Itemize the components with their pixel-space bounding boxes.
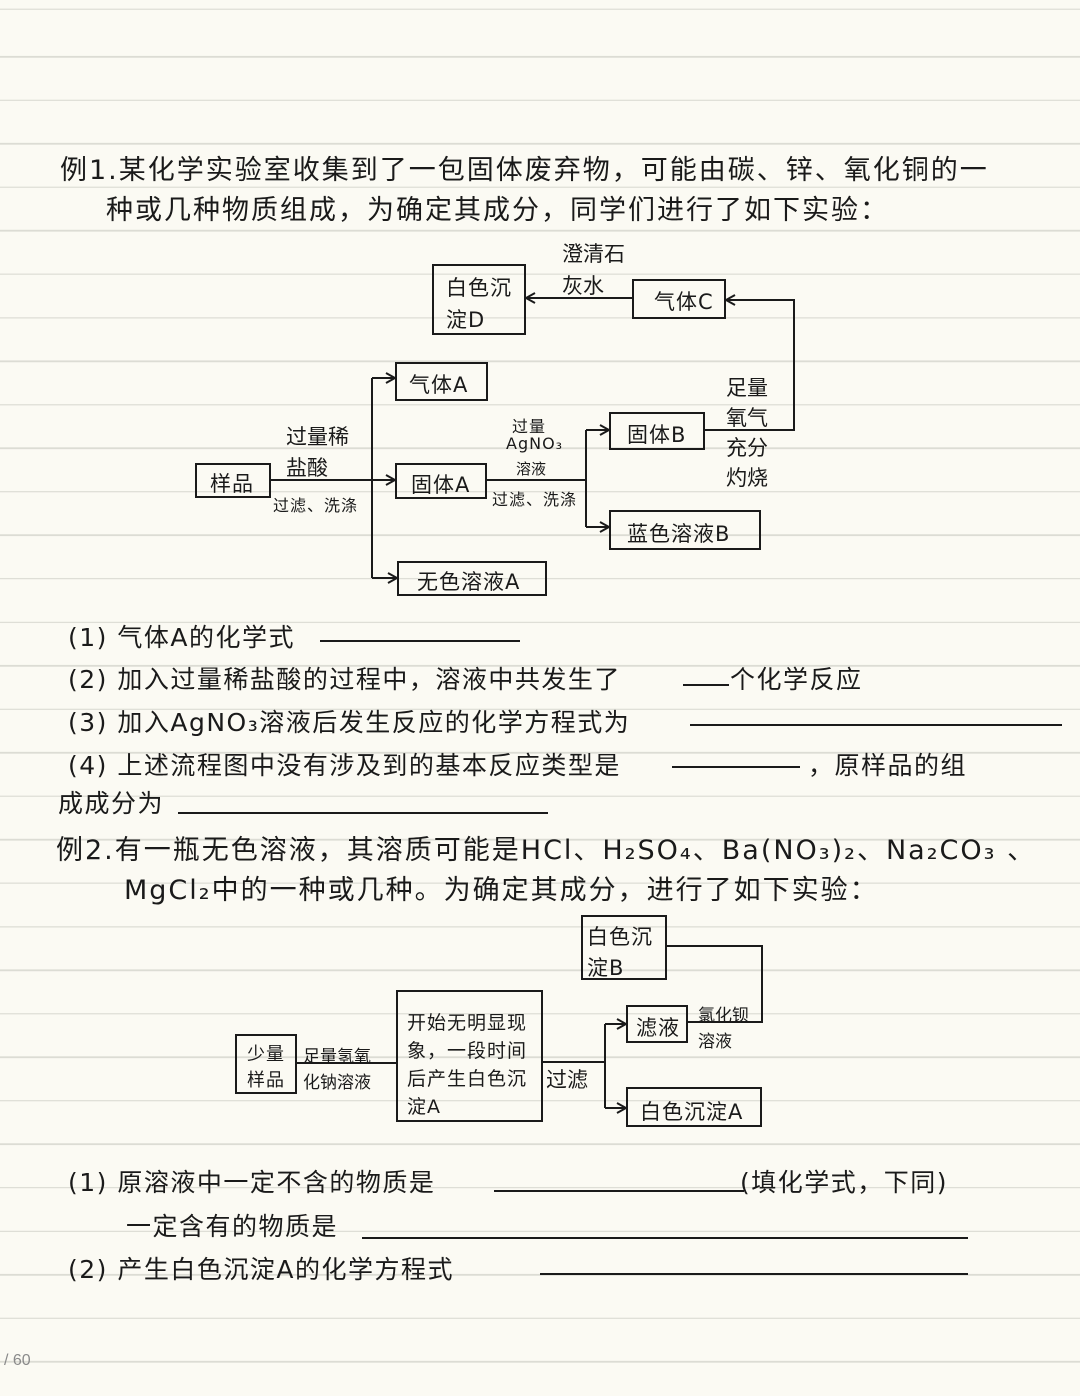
- ex1-agno3-label-3: 溶液: [516, 460, 547, 478]
- ex2-ppt-b-label-2: 淀B: [587, 956, 625, 980]
- ex1-q1-blank[interactable]: [320, 640, 520, 642]
- ex1-oxygen-label-1: 足量: [726, 376, 768, 400]
- ex2-heading-line2: MgCl₂中的一种或几种。为确定其成分，进行了如下实验：: [124, 875, 879, 906]
- ex1-question-2-part-b: 个化学反应: [730, 665, 863, 694]
- ex1-agno3-label-1: 过量: [512, 417, 547, 436]
- ex2-box-sample: 少量 样品: [235, 1034, 297, 1094]
- ex1-heading-line2: 种或几种物质组成，为确定其成分，同学们进行了如下实验：: [106, 195, 889, 226]
- ex1-box-gas-c: 气体C: [632, 279, 726, 319]
- ex1-oxygen-label-3: 充分: [726, 436, 768, 460]
- ex2-filter-label: 过滤: [546, 1068, 588, 1092]
- ex1-box-sample: 样品: [195, 463, 271, 498]
- ex2-question-1-part-c: 一定含有的物质是: [126, 1212, 339, 1241]
- ex2-question-2: (2) 产生白色沉淀A的化学方程式: [68, 1255, 454, 1284]
- ex2-question-1-part-a: (1) 原溶液中一定不含的物质是: [68, 1168, 436, 1197]
- ex2-q2-blank[interactable]: [540, 1273, 968, 1275]
- ex2-ppt-a-label: 白色沉淀A: [640, 1100, 744, 1124]
- ex1-heading-line1: 例1.某化学实验室收集到了一包固体废弃物，可能由碳、锌、氧化铜的一: [60, 155, 989, 186]
- ex1-oxygen-label-4: 灼烧: [726, 466, 768, 490]
- ex1-box-solid-a: 固体A: [395, 463, 487, 499]
- ex2-box-observation: 开始无明显现 象，一段时间 后产生白色沉 淀A: [396, 990, 543, 1122]
- ex1-limewater-label-1: 澄清石: [562, 242, 625, 266]
- ex1-oxygen-label-2: 氧气: [726, 406, 768, 430]
- ex1-solid-b-label: 固体B: [627, 423, 687, 447]
- ex1-acid-label-2: 盐酸: [286, 456, 328, 480]
- ex1-solid-a-label: 固体A: [411, 473, 471, 497]
- ex1-limewater-label-2: 灰水: [562, 274, 604, 298]
- ex1-question-2-part-a: (2) 加入过量稀盐酸的过程中，溶液中共发生了: [68, 665, 621, 694]
- ex1-q2-blank[interactable]: [683, 684, 729, 686]
- ex1-box-gas-a: 气体A: [395, 362, 488, 401]
- ex2-naoh-label-1: 足量氢氧: [303, 1047, 371, 1067]
- ex1-question-4-part-b: ，原样品的组: [808, 751, 968, 780]
- ex1-q4-composition-blank[interactable]: [178, 812, 548, 814]
- ex2-sample-label-1: 少量: [247, 1044, 285, 1065]
- ex1-box-solution-a: 无色溶液A: [397, 561, 547, 596]
- ex2-obs-line-2: 象，一段时间: [407, 1040, 528, 1062]
- ex1-question-1: (1) 气体A的化学式: [68, 623, 295, 652]
- ex2-box-white-ppt-a: 白色沉淀A: [626, 1087, 762, 1127]
- ex1-sample-label: 样品: [210, 472, 254, 496]
- ex1-blue-solution-b-label: 蓝色溶液B: [627, 522, 731, 546]
- page-indicator: / 60: [4, 1352, 31, 1369]
- ex1-gas-c-label: 气体C: [654, 290, 714, 314]
- ex1-q3-blank[interactable]: [690, 724, 1062, 726]
- ex1-acid-label-1: 过量稀: [286, 425, 349, 449]
- ex1-gas-a-label: 气体A: [409, 373, 469, 397]
- ex2-obs-line-3: 后产生白色沉: [407, 1068, 528, 1090]
- ex2-obs-line-4: 淀A: [407, 1096, 441, 1118]
- ex1-solution-a-label: 无色溶液A: [417, 570, 521, 594]
- ex2-ppt-b-label-1: 白色沉: [587, 925, 653, 949]
- ex2-filtrate-label: 滤液: [636, 1016, 680, 1040]
- ex1-filter-label-2: 过滤、洗涤: [492, 490, 578, 509]
- ex1-q4-type-blank[interactable]: [672, 766, 800, 768]
- ex2-q1-contained-blank[interactable]: [362, 1237, 968, 1239]
- ex2-obs-line-1: 开始无明显现: [407, 1012, 528, 1034]
- ex1-ppt-d-label-1: 白色沉: [446, 276, 512, 300]
- ex1-question-4-part-a: (4) 上述流程图中没有涉及到的基本反应类型是: [68, 751, 621, 780]
- ex2-q1-not-contained-blank[interactable]: [494, 1190, 744, 1192]
- ex1-question-4-part-c: 成成分为: [58, 789, 165, 818]
- ex1-box-blue-solution-b: 蓝色溶液B: [609, 510, 761, 550]
- ex1-ppt-d-label-2: 淀D: [446, 308, 486, 332]
- ex2-box-filtrate: 滤液: [626, 1005, 688, 1043]
- ex1-agno3-label-2: AgNO₃: [506, 434, 564, 453]
- ex2-question-1-part-b: (填化学式，下同): [740, 1168, 949, 1197]
- ex2-box-white-ppt-b: 白色沉 淀B: [581, 915, 667, 980]
- ex2-bacl2-label-2: 溶液: [698, 1032, 732, 1052]
- ex1-filter-label-1: 过滤、洗涤: [273, 496, 359, 515]
- ex2-naoh-label-2: 化钠溶液: [303, 1073, 371, 1093]
- ex1-question-3: (3) 加入AgNO₃溶液后发生反应的化学方程式为: [68, 708, 631, 737]
- ex1-box-white-ppt-d: 白色沉 淀D: [432, 264, 526, 335]
- ex1-box-solid-b: 固体B: [609, 412, 705, 450]
- ex2-bacl2-label-1: 氯化钡: [698, 1006, 749, 1026]
- ex2-heading-line1: 例2.有一瓶无色溶液，其溶质可能是HCl、H₂SO₄、Ba(NO₃)₂、Na₂C…: [56, 835, 1037, 866]
- ex2-sample-label-2: 样品: [247, 1070, 285, 1091]
